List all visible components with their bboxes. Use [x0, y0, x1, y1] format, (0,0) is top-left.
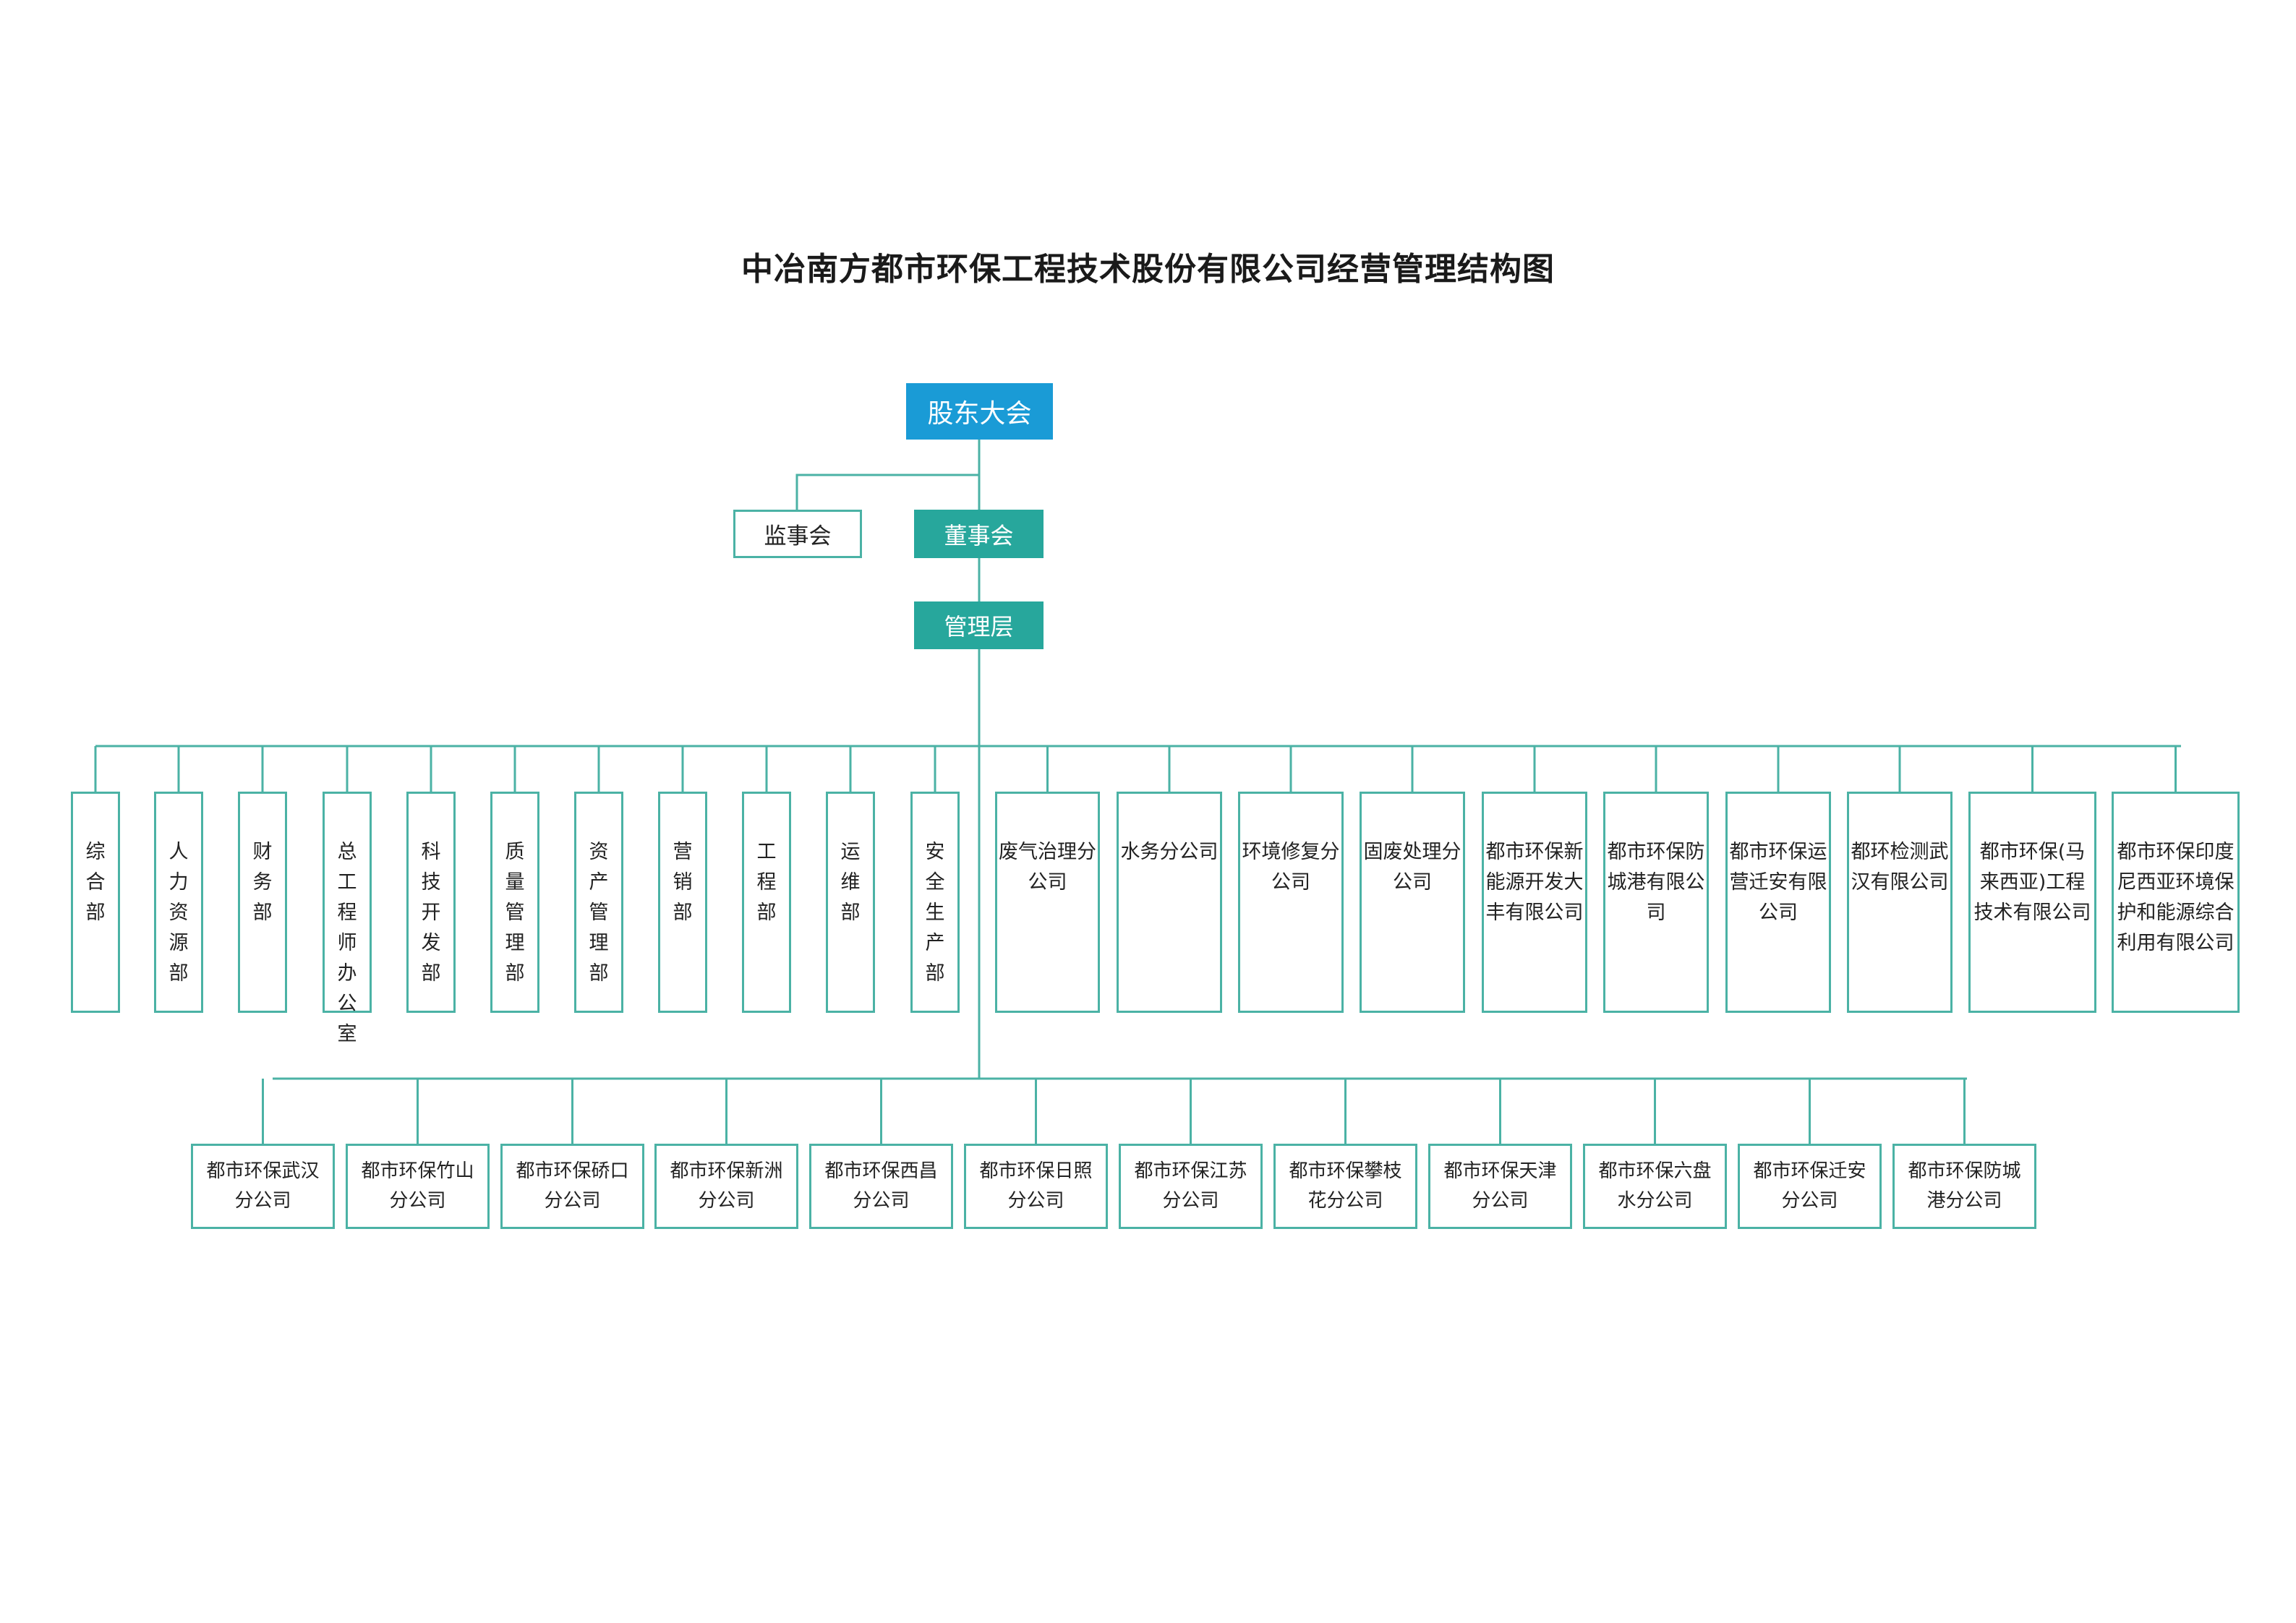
board-of-directors-label: 董事会: [944, 521, 1014, 549]
subsidiary-box: 都市环保新能源开发大丰有限公司: [1482, 792, 1587, 1013]
department-box: 资产管理部: [574, 792, 623, 1013]
chart-title: 中冶南方都市环保工程技术股份有限公司经营管理结构图: [741, 251, 1555, 288]
branch-box: 都市环保迁安分公司: [1738, 1144, 1882, 1229]
subsidiary-box-label: 环境修复分公司: [1242, 841, 1340, 894]
subsidiary-box: 环境修复分公司: [1238, 792, 1344, 1013]
management-label: 管理层: [944, 613, 1014, 641]
subsidiary-box: 固废处理分公司: [1360, 792, 1465, 1013]
supervisory-board-box: 监事会: [733, 510, 862, 558]
shareholders-meeting-label: 股东大会: [927, 399, 1032, 429]
department-box-label: 科技开发部: [421, 841, 441, 985]
department-box: 总工程师办公室: [323, 792, 372, 1045]
subsidiary-box-label: 废气治理分公司: [999, 841, 1096, 894]
branch-box-label: 都市环保武汉分公司: [206, 1160, 320, 1212]
department-box: 人力资源部: [154, 792, 203, 1013]
branch-box: 都市环保硚口分公司: [500, 1144, 644, 1229]
branch-box: 都市环保竹山分公司: [346, 1144, 490, 1229]
subsidiary-box: 都市环保防城港有限公司: [1603, 792, 1709, 1013]
department-box: 综合部: [71, 792, 120, 1013]
management-box: 管理层: [914, 601, 1044, 649]
department-box-label: 财务部: [252, 841, 273, 924]
branch-box-label: 都市环保天津分公司: [1443, 1160, 1557, 1212]
subsidiary-box: 都市环保印度尼西亚环境保护和能源综合利用有限公司: [2112, 792, 2240, 1013]
subsidiary-box: 都市环保(马来西亚)工程技术有限公司: [1968, 792, 2096, 1013]
branch-box-label: 都市环保迁安分公司: [1753, 1160, 1866, 1212]
shareholders-meeting-box: 股东大会: [906, 383, 1053, 440]
branch-box: 都市环保新洲分公司: [654, 1144, 798, 1229]
subsidiary-box-label: 都市环保防城港有限公司: [1607, 841, 1705, 924]
branch-box: 都市环保六盘水分公司: [1583, 1144, 1727, 1229]
branch-box-label: 都市环保日照分公司: [979, 1160, 1093, 1212]
board-of-directors-box: 董事会: [914, 510, 1044, 558]
supervisor-connector: [795, 474, 979, 510]
department-box-label: 工程部: [756, 841, 777, 924]
subsidiary-box-label: 水务分公司: [1120, 841, 1219, 863]
branch-box: 都市环保西昌分公司: [809, 1144, 953, 1229]
department-box: 科技开发部: [406, 792, 456, 1013]
subsidiary-box-label: 都市环保新能源开发大丰有限公司: [1485, 841, 1584, 924]
branch-box-label: 都市环保江苏分公司: [1134, 1160, 1247, 1212]
department-box-label: 安全生产部: [925, 841, 945, 985]
branch-box-label: 都市环保防城港分公司: [1908, 1160, 2021, 1212]
department-box: 质量管理部: [490, 792, 539, 1013]
branch-box: 都市环保江苏分公司: [1119, 1144, 1263, 1229]
branch-box-label: 都市环保六盘水分公司: [1598, 1160, 1712, 1212]
department-box: 运维部: [826, 792, 875, 1013]
branch-box-label: 都市环保新洲分公司: [670, 1160, 783, 1212]
department-box: 财务部: [238, 792, 287, 1013]
subsidiary-box: 都市环保运营迁安有限公司: [1725, 792, 1831, 1013]
supervisory-board-label: 监事会: [764, 523, 832, 549]
department-box: 营销部: [658, 792, 707, 1013]
department-box-label: 营销部: [673, 841, 693, 924]
branch-box-label: 都市环保竹山分公司: [361, 1160, 474, 1212]
subsidiary-box-label: 都市环保(马来西亚)工程技术有限公司: [1973, 841, 2091, 924]
branch-box-label: 都市环保硚口分公司: [516, 1160, 629, 1212]
branch-box-label: 都市环保西昌分公司: [824, 1160, 938, 1212]
subsidiary-box-label: 都市环保印度尼西亚环境保护和能源综合利用有限公司: [2117, 841, 2235, 954]
department-box-label: 人力资源部: [168, 841, 189, 985]
department-box: 工程部: [742, 792, 791, 1013]
subsidiary-box: 水务分公司: [1117, 792, 1222, 1013]
department-box-label: 运维部: [840, 841, 861, 924]
branch-box: 都市环保攀枝花分公司: [1273, 1144, 1417, 1229]
branch-box-label: 都市环保攀枝花分公司: [1289, 1160, 1402, 1212]
branch-box: 都市环保天津分公司: [1428, 1144, 1572, 1229]
department-box-label: 质量管理部: [505, 841, 525, 985]
department-box-label: 总工程师办公室: [337, 841, 357, 1045]
subsidiary-box: 都环检测武汉有限公司: [1847, 792, 1953, 1013]
department-box-label: 综合部: [85, 841, 106, 924]
branch-box: 都市环保武汉分公司: [191, 1144, 335, 1229]
subsidiary-box: 废气治理分公司: [995, 792, 1100, 1013]
branch-box: 都市环保防城港分公司: [1892, 1144, 2036, 1229]
branch-box: 都市环保日照分公司: [964, 1144, 1108, 1229]
department-box: 安全生产部: [910, 792, 960, 1013]
subsidiary-box-label: 固废处理分公司: [1363, 841, 1461, 894]
subsidiary-box-label: 都市环保运营迁安有限公司: [1729, 841, 1827, 924]
subsidiary-box-label: 都环检测武汉有限公司: [1851, 841, 1949, 894]
department-box-label: 资产管理部: [589, 841, 609, 985]
